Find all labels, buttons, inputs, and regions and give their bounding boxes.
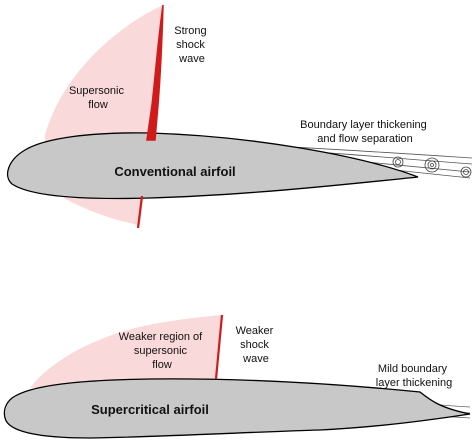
supercritical-airfoil-shape: [3, 378, 471, 439]
supercritical-airfoil-label: Supercritical airfoil: [91, 402, 209, 417]
shock-lower-segment: [136, 195, 144, 229]
supercritical-airfoil-diagram: Weaker region of supersonic flow Weaker …: [3, 314, 471, 439]
boundary-layer-label-top: Boundary layer thickening and flow separ…: [300, 119, 430, 145]
vortices-top: [392, 156, 472, 178]
strong-shock-label: Strong shock wave: [174, 25, 209, 65]
strong-shock-wave: [146, 4, 164, 141]
boundary-layer-label-bottom: Mild boundary layer thickening: [376, 363, 452, 389]
weaker-shock-label: Weaker shock wave: [236, 325, 277, 365]
supersonic-label-bottom: Weaker region of supersonic flow: [119, 331, 206, 371]
supersonic-label-top: Supersonic flow: [69, 85, 127, 111]
conventional-airfoil-label: Conventional airfoil: [114, 164, 235, 179]
conventional-airfoil-diagram: Supersonic flow Strong shock wave Bounda…: [7, 4, 473, 229]
conventional-airfoil-shape: [7, 132, 419, 200]
weaker-shock-wave: [214, 314, 224, 380]
supersonic-region-bottom: [30, 315, 222, 388]
